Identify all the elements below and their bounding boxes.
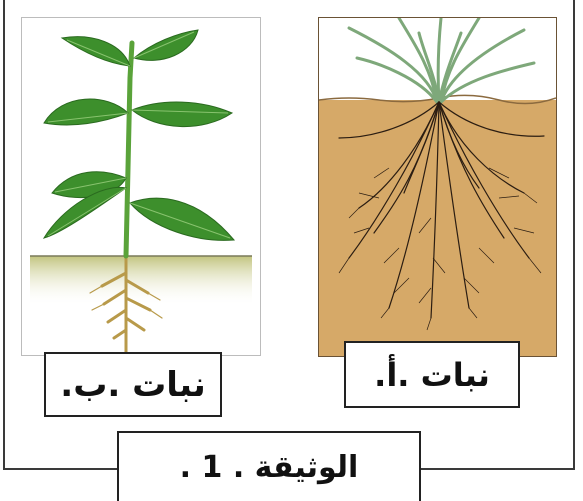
ground-band (30, 256, 252, 306)
leaves (44, 30, 234, 240)
grass-blades (349, 18, 534, 102)
plant-b-image (21, 17, 261, 356)
document-title: الوثيقة . 1 . (117, 431, 421, 501)
stem (126, 43, 132, 256)
plant-b-label: نبات .ب. (44, 352, 222, 417)
plant-a-image (318, 17, 557, 357)
plant-a-label: نبات .أ. (344, 341, 520, 408)
